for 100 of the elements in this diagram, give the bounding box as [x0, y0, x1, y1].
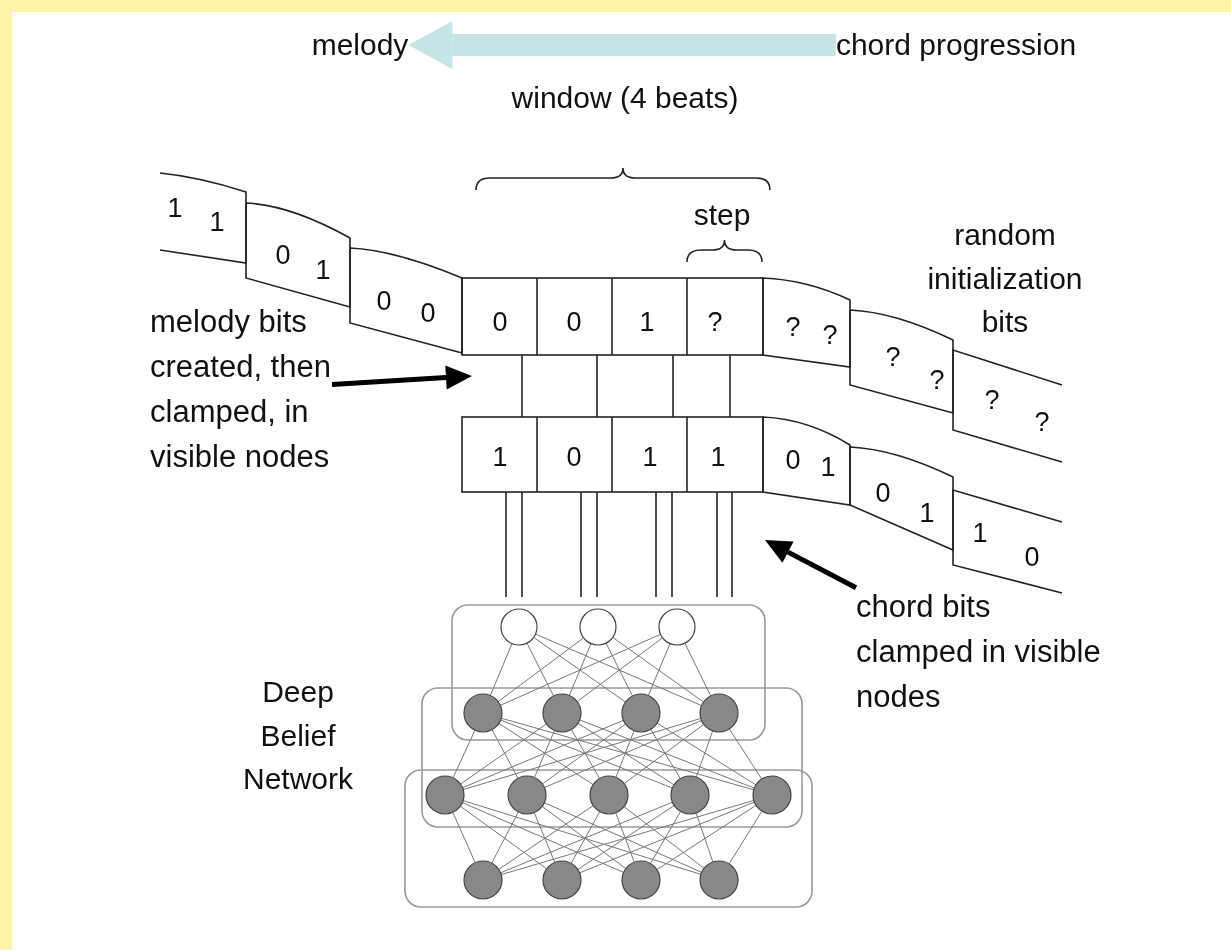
bit-value: 1: [492, 443, 508, 471]
neuron-circle: [542, 860, 582, 900]
bit-value: ?: [707, 308, 723, 336]
connection-line: [491, 729, 519, 779]
bit-value: 0: [376, 287, 392, 315]
arrow: [765, 540, 858, 590]
connection-line: [500, 801, 673, 874]
bit-value: 0: [566, 443, 582, 471]
connection-line: [452, 811, 476, 864]
connection-line: [647, 643, 671, 696]
connection-line: [623, 723, 705, 785]
bit-value: 1: [820, 453, 836, 481]
neuron-circle: [752, 775, 792, 815]
arrow: [408, 21, 836, 69]
connection-line: [728, 810, 763, 865]
bit-value: 1: [209, 208, 225, 236]
neuron-circle: [507, 775, 547, 815]
connection-line: [498, 805, 594, 870]
neuron-circle: [500, 608, 538, 646]
annotation-text: random initialization bits: [926, 216, 1084, 340]
connection-line: [570, 811, 601, 864]
connection-line: [452, 729, 476, 779]
connection-line: [684, 642, 712, 697]
connection-line: [500, 719, 673, 789]
neuron-circle: [621, 860, 661, 900]
connection-line: [612, 636, 704, 703]
bit-value: 0: [566, 308, 582, 336]
neuron-circle: [425, 775, 465, 815]
connection-line: [728, 728, 763, 780]
connection-line: [605, 642, 633, 697]
connection-line: [491, 811, 519, 864]
text-label: chord progression: [835, 23, 1077, 67]
bit-value: 1: [167, 194, 183, 222]
bit-value: ?: [929, 366, 945, 394]
bit-value: ?: [984, 386, 1000, 414]
bit-value: 0: [875, 479, 891, 507]
annotation-text: melody bits created, then clamped, in visible nodes: [150, 300, 332, 480]
connection-line: [650, 728, 681, 780]
bit-value: 0: [275, 241, 291, 269]
bit-value: 0: [785, 446, 801, 474]
brace-label: step: [693, 197, 751, 234]
bit-value: 1: [710, 443, 726, 471]
neuron-circle: [699, 693, 739, 733]
neuron-circle: [579, 608, 617, 646]
connection-line: [579, 719, 755, 789]
connection-line: [533, 812, 556, 863]
neuron-circle: [621, 693, 661, 733]
bit-value: ?: [885, 343, 901, 371]
bit-value: 1: [642, 443, 658, 471]
bit-value: 0: [492, 308, 508, 336]
bit-value: 1: [639, 308, 655, 336]
bit-value: 1: [972, 519, 988, 547]
connection-line: [623, 806, 705, 869]
neuron-circle: [658, 608, 696, 646]
neuron-circle: [699, 860, 739, 900]
connection-line: [577, 805, 675, 870]
connection-line: [459, 805, 548, 870]
connection-line: [460, 723, 547, 785]
connection-line: [568, 643, 592, 696]
neuron-circle: [670, 775, 710, 815]
arrow: [331, 365, 472, 390]
bit-value: ?: [785, 313, 801, 341]
connection-line: [526, 642, 554, 697]
neuron-circle: [589, 775, 629, 815]
connection-line: [541, 723, 627, 785]
connection-line: [497, 637, 585, 703]
connection-line: [462, 719, 624, 789]
connection-line: [656, 722, 757, 786]
bit-value: ?: [1034, 408, 1050, 436]
connection-line: [695, 812, 714, 863]
network-label: Deep Belief Network: [242, 673, 354, 797]
bit-value: 0: [420, 299, 436, 327]
brace-label: window (4 beats): [511, 80, 739, 117]
connection-line: [543, 802, 703, 873]
connection-line: [533, 636, 626, 703]
connection-line: [650, 811, 681, 864]
neuron-circle: [463, 860, 503, 900]
connection-line: [577, 722, 675, 786]
bit-value: 1: [919, 499, 935, 527]
connection-line: [489, 643, 513, 696]
connection-line: [576, 637, 664, 703]
connection-line: [534, 730, 555, 778]
text-label: melody: [311, 23, 409, 67]
connection-line: [695, 730, 714, 778]
neuron-circle: [542, 693, 582, 733]
connection-line: [656, 804, 757, 871]
connection-line: [535, 633, 702, 706]
connection-line: [579, 801, 755, 874]
connection-line: [499, 633, 661, 706]
neuron-circle: [463, 693, 503, 733]
bit-value: 1: [315, 256, 331, 284]
bit-value: 0: [1024, 543, 1040, 571]
connection-line: [541, 805, 627, 870]
connection-line: [570, 729, 601, 779]
annotation-text: chord bits clamped in visible nodes: [856, 585, 1102, 720]
connection-line: [544, 720, 702, 788]
bit-value: ?: [822, 321, 838, 349]
connection-line: [498, 722, 594, 786]
connection-line: [615, 730, 635, 778]
connection-line: [615, 812, 635, 863]
